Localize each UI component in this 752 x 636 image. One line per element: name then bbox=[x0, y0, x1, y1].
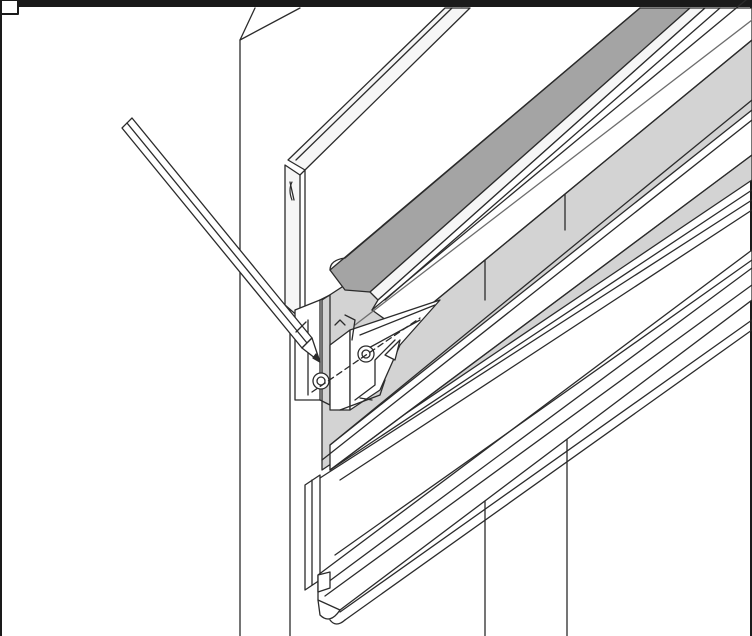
top-bar bbox=[0, 0, 752, 7]
headrail bbox=[284, 0, 752, 471]
blind-fabric bbox=[319, 154, 752, 556]
step-marker-box bbox=[0, 0, 19, 15]
bottom-rail bbox=[304, 249, 752, 625]
pencil-icon bbox=[121, 117, 321, 363]
alignment-dash-line bbox=[311, 317, 421, 393]
